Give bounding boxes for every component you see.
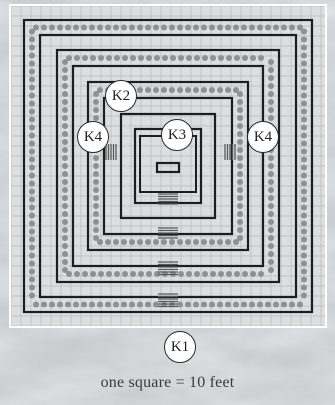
callout-k4-right: K4	[247, 121, 279, 153]
callout-k2: K2	[105, 80, 137, 112]
map-grid	[11, 6, 325, 326]
callout-k4-left: K4	[77, 121, 109, 153]
wall-ring-7	[119, 112, 217, 220]
altar	[155, 161, 181, 174]
pillars	[29, 24, 307, 308]
wall-ring-5	[86, 80, 250, 252]
wall-ring-1	[22, 18, 314, 314]
callout-k3: K3	[161, 119, 193, 151]
stairs	[105, 144, 236, 308]
wall-ring-3	[55, 48, 281, 284]
scale-note: one square = 10 feet	[100, 374, 235, 391]
dungeon-map	[9, 4, 327, 328]
wall-ring-4	[71, 64, 265, 268]
wall-ring-6	[102, 96, 234, 236]
callout-k1: K1	[164, 331, 196, 363]
